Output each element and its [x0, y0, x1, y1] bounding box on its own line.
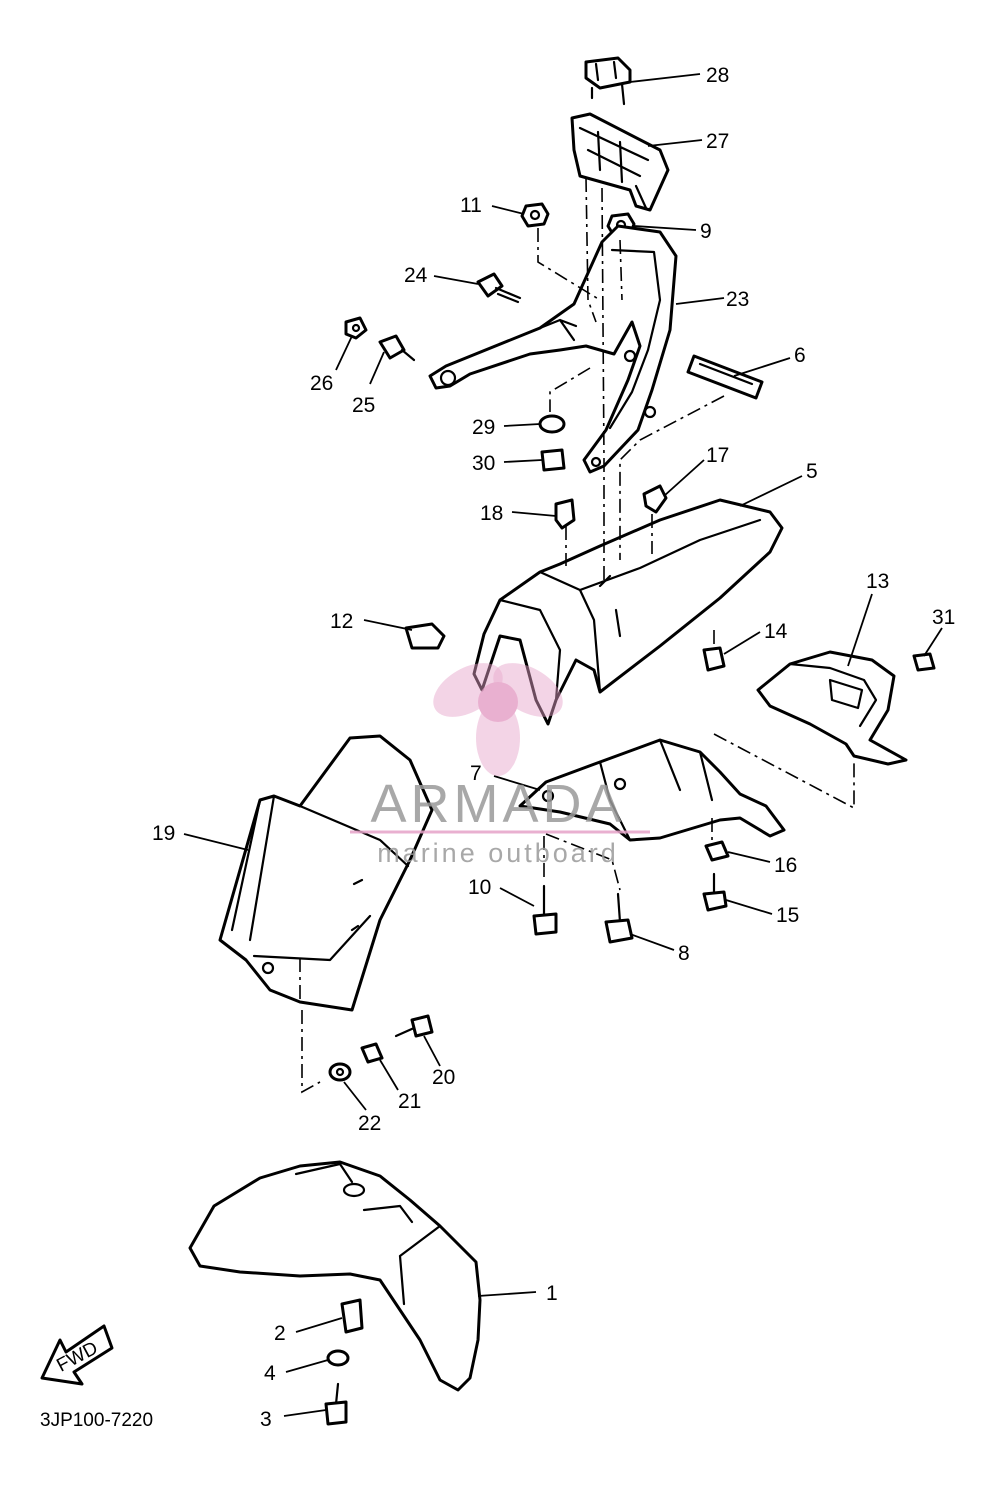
- part-labels: 1 2 3 4 5 6 7 8 9 10 11 12 13 14 15 16 1…: [152, 64, 955, 1431]
- label-28: 28: [706, 64, 729, 87]
- label-24: 24: [404, 264, 428, 287]
- assembly-lines: [299, 177, 855, 1094]
- part-27-lock-bracket: [570, 112, 670, 212]
- watermark: ARMADA marine outboard: [350, 663, 650, 868]
- label-31: 31: [932, 606, 955, 629]
- part-11-nut: [520, 202, 550, 228]
- part-30-collar: [540, 448, 566, 472]
- part-23-grab-bar: [428, 224, 678, 474]
- watermark-tagline: marine outboard: [377, 838, 619, 868]
- label-18: 18: [480, 502, 503, 525]
- leader-lines: [183, 73, 943, 1417]
- propeller-logo-icon: [433, 663, 563, 776]
- part-4-washer: [326, 1349, 350, 1367]
- label-12: 12: [330, 610, 353, 633]
- part-24-bolt: [476, 272, 522, 304]
- label-26: 26: [310, 372, 333, 395]
- label-20: 20: [432, 1066, 455, 1089]
- part-3-bolt: [324, 1382, 348, 1426]
- part-15-bolt: [702, 872, 728, 912]
- part-5-rear-fender: [472, 498, 784, 726]
- label-1: 1: [546, 1282, 558, 1305]
- fwd-arrow-icon: FWD: [40, 1324, 114, 1386]
- part-16-nut: [704, 840, 730, 862]
- label-29: 29: [472, 416, 495, 439]
- label-30: 30: [472, 452, 495, 475]
- label-10: 10: [468, 876, 491, 899]
- label-15: 15: [776, 904, 799, 927]
- part-25-bolt: [378, 334, 416, 362]
- diagram-code: 3JP100-7220: [40, 1410, 153, 1431]
- label-13: 13: [866, 570, 889, 593]
- label-14: 14: [764, 620, 788, 643]
- label-3: 3: [260, 1408, 272, 1431]
- part-1-front-fender: [188, 1160, 482, 1392]
- part-18-clip: [554, 498, 576, 530]
- label-27: 27: [706, 130, 729, 153]
- label-21: 21: [398, 1090, 421, 1113]
- label-7: 7: [470, 762, 482, 785]
- watermark-brand: ARMADA: [370, 774, 625, 834]
- label-5: 5: [806, 460, 818, 483]
- label-17: 17: [706, 444, 729, 467]
- part-10-bolt: [532, 884, 558, 936]
- part-19-mudguard: [218, 734, 434, 1012]
- label-11: 11: [460, 194, 482, 217]
- part-22-washer: [328, 1062, 352, 1082]
- part-7-inner-fender: [518, 738, 786, 842]
- part-17-clip: [642, 484, 668, 514]
- part-21-nut: [360, 1042, 384, 1064]
- part-14-nut: [702, 646, 726, 672]
- label-19: 19: [152, 822, 175, 845]
- label-4: 4: [264, 1362, 276, 1385]
- part-12-grommet: [404, 622, 446, 650]
- label-25: 25: [352, 394, 375, 417]
- label-6: 6: [794, 344, 806, 367]
- part-6-decal: [686, 354, 764, 400]
- part-26-collar: [344, 316, 368, 340]
- part-29-damper: [538, 414, 566, 434]
- part-2-spacer: [340, 1298, 364, 1334]
- label-23: 23: [726, 288, 749, 311]
- part-20-bolt: [394, 1014, 434, 1038]
- label-16: 16: [774, 854, 797, 877]
- label-8: 8: [678, 942, 690, 965]
- part-28-bracket: [584, 56, 632, 106]
- label-22: 22: [358, 1112, 381, 1135]
- part-31-pad: [912, 652, 936, 672]
- label-9: 9: [700, 220, 712, 243]
- part-13-bracket: [756, 650, 908, 766]
- part-8-bolt: [604, 892, 634, 944]
- label-2: 2: [274, 1322, 286, 1345]
